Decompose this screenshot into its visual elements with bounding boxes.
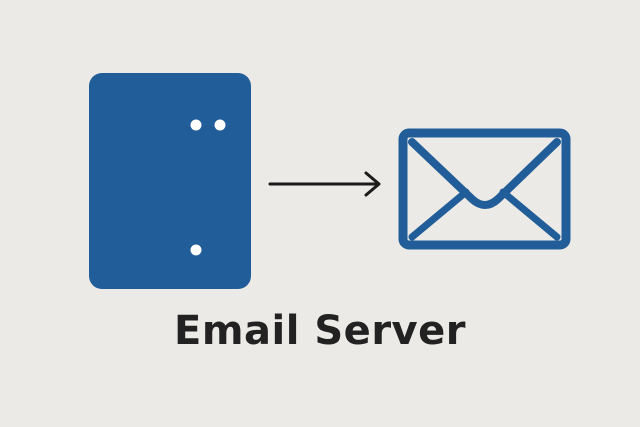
- server-body: [89, 73, 251, 289]
- envelope-outline: [398, 128, 571, 250]
- server-icon: [89, 73, 251, 289]
- envelope-fold-left: [408, 188, 470, 241]
- server-indicator-light: [190, 119, 202, 131]
- envelope-fold-right: [499, 188, 561, 241]
- diagram-caption: Email Server: [174, 308, 466, 354]
- envelope-icon: [398, 128, 571, 250]
- envelope-flap: [408, 138, 561, 209]
- server-indicator-light: [190, 244, 202, 256]
- server-indicator-light: [214, 119, 226, 131]
- arrow-right-icon: [268, 171, 381, 197]
- arrow-head: [364, 171, 381, 197]
